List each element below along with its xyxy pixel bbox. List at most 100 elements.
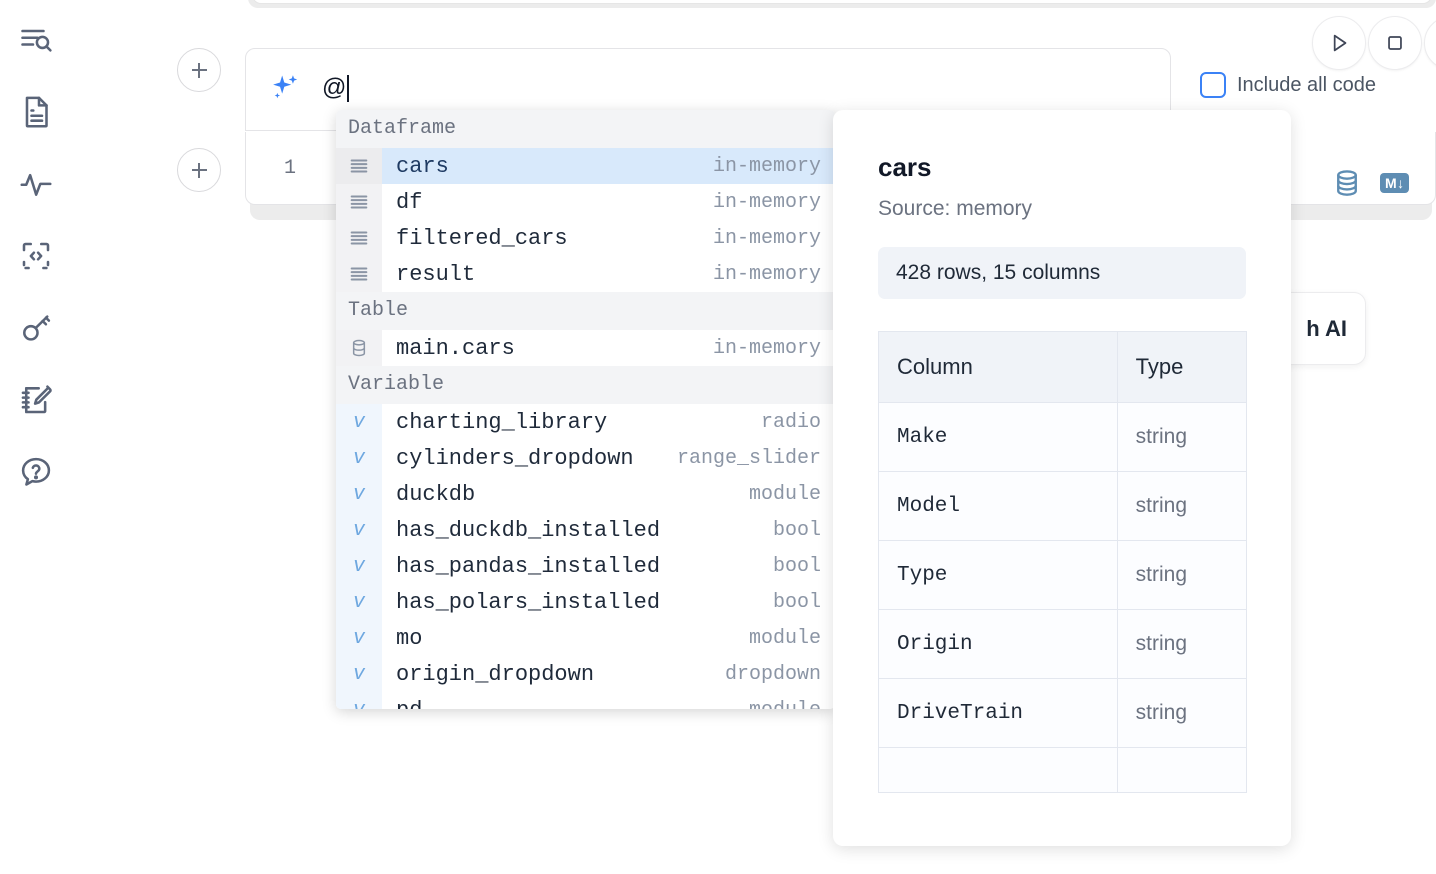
- markdown-badge-arrow: ↓: [1397, 175, 1404, 191]
- variable-icon: v: [336, 692, 382, 709]
- autocomplete-item[interactable]: result in-memory: [336, 256, 835, 292]
- line-number: 1: [283, 156, 296, 180]
- schema-column-type: string: [1116, 540, 1248, 610]
- autocomplete-item-type: in-memory: [712, 262, 821, 286]
- schema-column-type: string: [1116, 471, 1248, 541]
- ai-prompt-value: @: [322, 74, 347, 101]
- variable-icon: v: [336, 476, 382, 512]
- autocomplete-item-name: cylinders_dropdown: [396, 445, 634, 471]
- autocomplete-item[interactable]: filtered_cars in-memory: [336, 220, 835, 256]
- autocomplete-item-name: filtered_cars: [396, 225, 568, 251]
- document-icon[interactable]: [14, 90, 58, 134]
- previous-cell-shadow: [248, 0, 1436, 8]
- database-icon[interactable]: [1332, 168, 1362, 198]
- documentation-panel: cars Source: memory 428 rows, 15 columns…: [833, 110, 1291, 846]
- autocomplete-item[interactable]: v has_pandas_installed bool: [336, 548, 835, 584]
- autocomplete-item-type: module: [749, 699, 835, 710]
- autocomplete-item-name: has_polars_installed: [396, 589, 661, 615]
- schema-column-header: Column: [878, 331, 1118, 403]
- include-all-code-label: Include all code: [1237, 73, 1376, 96]
- variable-icon: v: [336, 584, 382, 620]
- autocomplete-item-name: pd: [382, 698, 749, 710]
- schema-column-header: Type: [1116, 331, 1248, 403]
- stop-button[interactable]: [1368, 16, 1422, 70]
- activity-icon[interactable]: [14, 162, 58, 206]
- generate-with-ai-label: h AI: [1306, 315, 1347, 341]
- autocomplete-item-type: radio: [760, 410, 821, 434]
- autocomplete-item-type: dropdown: [724, 662, 821, 686]
- autocomplete-item-name: mo: [396, 625, 423, 651]
- cell-footer-icons: M ↓: [1332, 168, 1409, 198]
- code-snippet-icon[interactable]: [14, 234, 58, 278]
- variable-icon: v: [336, 512, 382, 548]
- include-all-code-checkbox[interactable]: [1200, 72, 1226, 98]
- autocomplete-item-name: duckdb: [396, 481, 476, 507]
- autocomplete-item-name: result: [396, 261, 476, 287]
- dataframe-icon: [336, 184, 382, 220]
- table-icon: [336, 330, 382, 366]
- autocomplete-item[interactable]: v cylinders_dropdown range_slider: [336, 440, 835, 476]
- autocomplete-item-type: range_slider: [676, 446, 821, 470]
- autocomplete-item[interactable]: v has_polars_installed bool: [336, 584, 835, 620]
- help-question-icon[interactable]: [14, 450, 58, 494]
- autocomplete-item-type: in-memory: [712, 336, 821, 360]
- dataframe-icon: [336, 220, 382, 256]
- key-icon[interactable]: [14, 306, 58, 350]
- text-cursor: [347, 74, 350, 102]
- autocomplete-item-type: in-memory: [712, 226, 821, 250]
- include-all-code-toggle[interactable]: Include all code: [1200, 72, 1376, 98]
- explore-search-icon[interactable]: [14, 18, 58, 62]
- more-actions-button[interactable]: [1424, 16, 1436, 70]
- autocomplete-item-type: bool: [772, 518, 821, 542]
- markdown-icon[interactable]: M ↓: [1380, 173, 1409, 193]
- schema-column-type: [1116, 747, 1248, 793]
- markdown-badge-letter: M: [1385, 175, 1397, 191]
- add-cell-below-button[interactable]: [177, 148, 221, 192]
- schema-column-name: Type: [878, 540, 1118, 610]
- schema-column-type: string: [1116, 402, 1248, 472]
- doc-source: Source: memory: [878, 197, 1033, 220]
- autocomplete-item-name: cars: [396, 153, 449, 179]
- schema-column-name: Model: [878, 471, 1118, 541]
- run-button[interactable]: [1312, 16, 1366, 70]
- variable-icon: v: [336, 440, 382, 476]
- sparkle-icon: [268, 71, 302, 105]
- autocomplete-item-type: bool: [772, 590, 821, 614]
- autocomplete-item[interactable]: v has_duckdb_installed bool: [336, 512, 835, 548]
- schema-column-name: [878, 747, 1118, 793]
- schema-column-name: DriveTrain: [878, 678, 1118, 748]
- autocomplete-item-type: bool: [772, 554, 821, 578]
- schema-table-row: [878, 747, 1248, 793]
- add-cell-above-button[interactable]: [177, 48, 221, 92]
- autocomplete-item-name: has_duckdb_installed: [396, 517, 661, 543]
- autocomplete-item-name: df: [396, 189, 423, 215]
- autocomplete-section-header: Table: [336, 292, 835, 330]
- notebook-edit-icon[interactable]: [14, 378, 58, 422]
- autocomplete-item[interactable]: vpdmodule: [336, 692, 835, 709]
- schema-column-name: Make: [878, 402, 1118, 472]
- autocomplete-section-header: Dataframe: [336, 110, 835, 148]
- doc-row-count: 428 rows, 15 columns: [878, 247, 1246, 299]
- schema-column-type: string: [1116, 609, 1248, 679]
- autocomplete-item-type: module: [748, 482, 821, 506]
- autocomplete-item-name: has_pandas_installed: [396, 553, 661, 579]
- ai-prompt-input[interactable]: @: [322, 71, 350, 105]
- variable-icon: v: [336, 620, 382, 656]
- variable-icon: v: [336, 548, 382, 584]
